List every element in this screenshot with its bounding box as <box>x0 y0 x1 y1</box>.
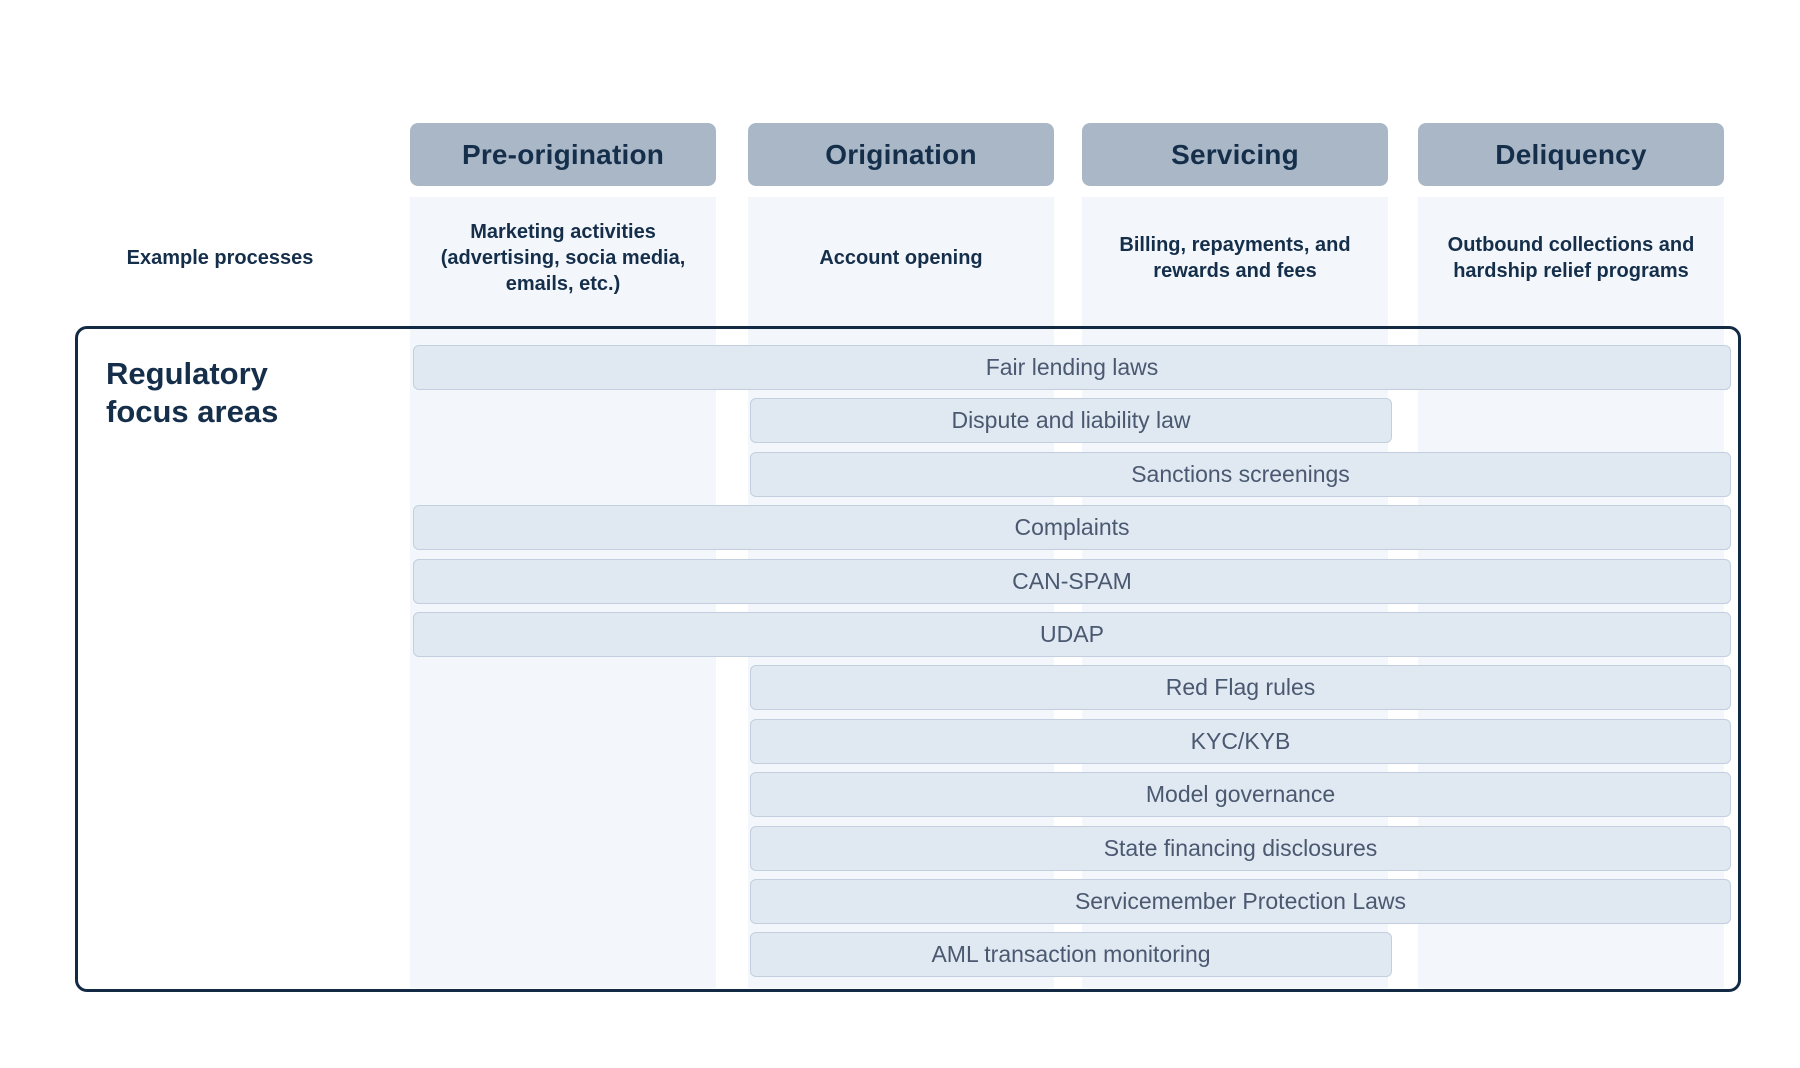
example-process-line: Outbound collections and <box>1447 234 1695 256</box>
regulation-bar-complaints: Complaints <box>413 505 1731 550</box>
regulatory-focus-title: Regulatory focus areas <box>106 356 279 429</box>
column-header-origination: Origination <box>748 123 1054 186</box>
example-process-line: hardship relief programs <box>1453 260 1689 282</box>
regulation-bar-udap: UDAP <box>413 612 1731 657</box>
example-process-servicing: Billing, repayments, and rewards and fees <box>1082 197 1388 319</box>
example-process-line: Billing, repayments, and <box>1119 234 1351 256</box>
regulation-bar-servicemember-protection-laws: Servicemember Protection Laws <box>750 879 1731 924</box>
example-process-line: Marketing activities <box>470 221 656 243</box>
example-process-line: rewards and fees <box>1153 260 1317 282</box>
regulation-bar-state-financing-disclosures: State financing disclosures <box>750 826 1731 871</box>
regulation-bar-model-governance: Model governance <box>750 772 1731 817</box>
example-process-line: (advertising, socia media, <box>440 247 686 269</box>
example-process-deliquency: Outbound collections and hardship relief … <box>1418 197 1724 319</box>
column-header-servicing: Servicing <box>1082 123 1388 186</box>
example-process-pre-origination: Marketing activities (advertising, socia … <box>410 197 716 319</box>
regulation-bar-dispute-and-liability-law: Dispute and liability law <box>750 398 1392 443</box>
regulation-bar-aml-transaction-monitoring: AML transaction monitoring <box>750 932 1392 977</box>
example-process-line: emails, etc.) <box>505 273 621 295</box>
regulation-bar-can-spam: CAN-SPAM <box>413 559 1731 604</box>
regulation-bar-sanctions-screenings: Sanctions screenings <box>750 452 1731 497</box>
example-process-origination: Account opening <box>748 197 1054 319</box>
regulation-bar-red-flag-rules: Red Flag rules <box>750 665 1731 710</box>
column-header-deliquency: Deliquency <box>1418 123 1724 186</box>
regulation-bar-kyc-kyb: KYC/KYB <box>750 719 1731 764</box>
column-header-pre-origination: Pre-origination <box>410 123 716 186</box>
example-process-line: Account opening <box>819 247 983 269</box>
regulation-bar-fair-lending-laws: Fair lending laws <box>413 345 1731 390</box>
regulatory-focus-box: Regulatory focus areas <box>75 326 1741 992</box>
example-processes-label: Example processes <box>126 246 314 269</box>
